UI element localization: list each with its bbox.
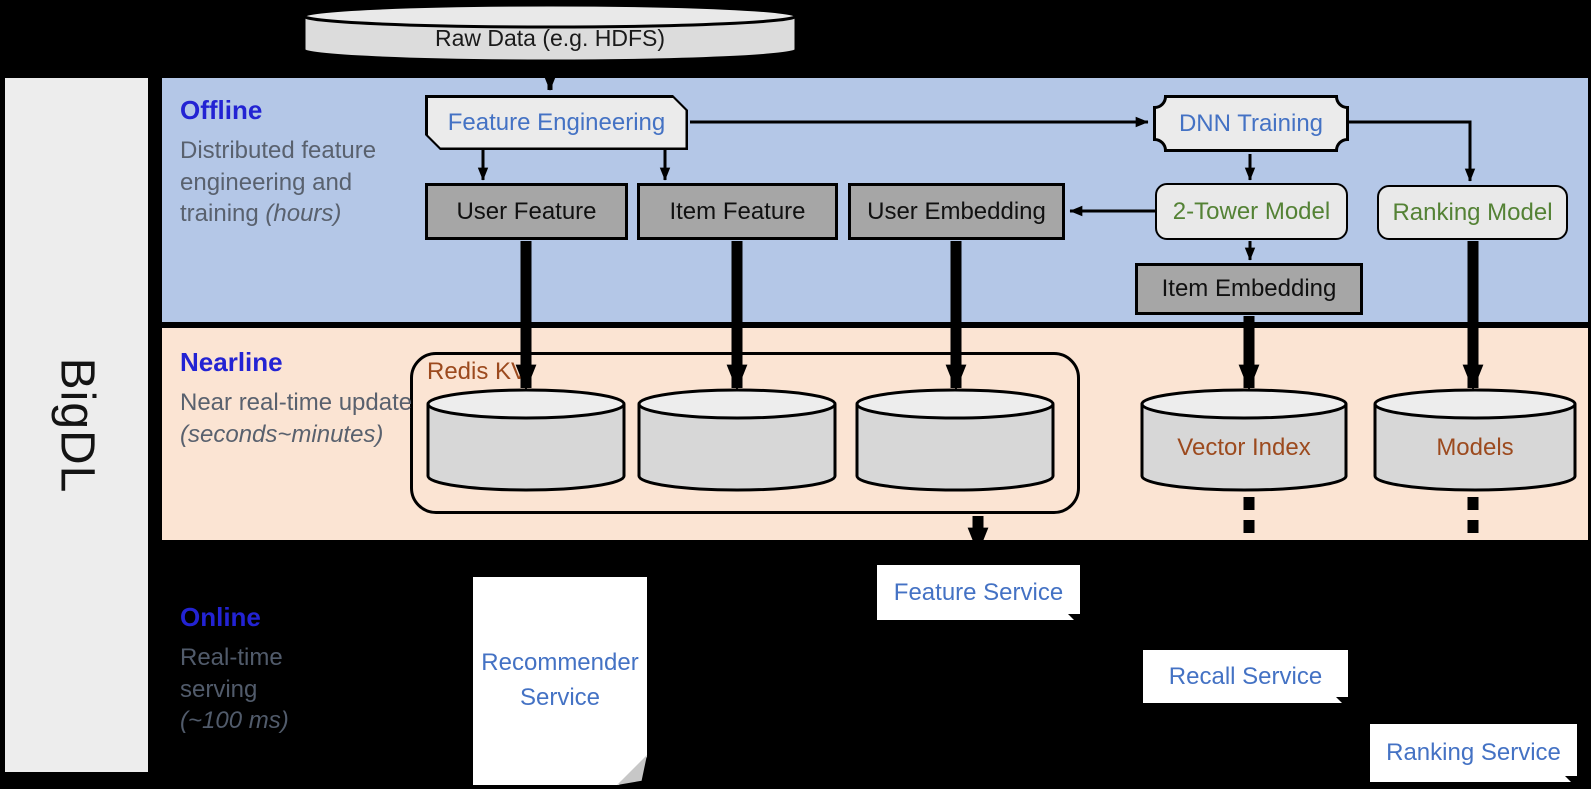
folded-corner — [1336, 697, 1350, 711]
ranking-service-card: Ranking Service — [1370, 724, 1579, 789]
ranking-service-label: Ranking Service — [1386, 739, 1561, 766]
bigdl-brand-rail: BigDL — [5, 78, 148, 772]
offline-desc-italic: (hours) — [265, 200, 342, 228]
dnn-training-process: DNN Training — [1153, 95, 1349, 152]
recommender-service-document: Recommender Service — [473, 577, 647, 785]
raw-data-label: Raw Data (e.g. HDFS) — [434, 24, 666, 51]
online-section-label: Online Real-time serving (~100 ms) — [180, 602, 320, 737]
item-embedding-box: Item Embedding — [1135, 263, 1363, 315]
feature-service-card: Feature Service — [877, 565, 1082, 628]
cylinder-shape — [1140, 388, 1348, 492]
ranking-model-label: Ranking Model — [1392, 198, 1553, 226]
vector-index-label: Vector Index — [1177, 434, 1311, 461]
recall-service-label: Recall Service — [1168, 662, 1323, 690]
user-feature-label: User Feature — [456, 197, 597, 225]
models-label: Models — [1436, 434, 1514, 461]
two-tower-model-box: 2-Tower Model — [1155, 183, 1348, 240]
online-title: Online — [180, 602, 261, 632]
online-desc-italic: (~100 ms) — [180, 707, 289, 735]
nearline-desc-text: Near real-time update — [180, 389, 413, 416]
nearline-description: Near real-time update (seconds~minutes) — [180, 387, 422, 450]
models-cylinder: Models — [1373, 388, 1577, 492]
ranking-model-box: Ranking Model — [1377, 185, 1568, 240]
cylinder-shape — [302, 3, 798, 63]
item-feature-box: Item Feature — [637, 183, 838, 240]
raw-data-store-cylinder: Raw Data (e.g. HDFS) — [302, 3, 798, 63]
cylinder-shape — [855, 388, 1055, 492]
cylinder-shape — [1373, 388, 1577, 492]
recommender-service-label: Recommender Service — [481, 649, 639, 711]
folded-corner — [1565, 776, 1579, 789]
recall-service-card: Recall Service — [1143, 650, 1350, 711]
offline-description: Distributed feature engineering and trai… — [180, 135, 380, 230]
online-desc-text: Real-time serving — [180, 644, 283, 703]
feature-service-label: Feature Service — [893, 578, 1064, 606]
cylinder-shape — [426, 388, 626, 492]
dnn-training-label: DNN Training — [1178, 109, 1324, 137]
user-embedding-label: User Embedding — [867, 197, 1046, 225]
folded-corner — [1068, 614, 1082, 628]
item-feature-label: Item Feature — [669, 197, 806, 225]
feature-engineering-process: Feature Engineering — [425, 95, 688, 150]
online-description: Real-time serving (~100 ms) — [180, 642, 320, 737]
user-embedding-box: User Embedding — [848, 183, 1065, 240]
redis-kv-group — [410, 352, 1080, 514]
item-embedding-label: Item Embedding — [1161, 275, 1337, 302]
offline-desc-text: Distributed feature engineering and trai… — [180, 137, 377, 228]
bigdl-logo-text: BigDL — [49, 357, 103, 493]
offline-section-label: Offline Distributed feature engineering … — [180, 95, 380, 230]
plaque-shape — [1153, 95, 1349, 152]
redis-kv-cylinder-2 — [637, 388, 837, 492]
vector-index-cylinder: Vector Index — [1140, 388, 1348, 492]
redis-kv-label: Redis KV — [427, 358, 528, 385]
cylinder-shape — [637, 388, 837, 492]
offline-title: Offline — [180, 95, 263, 125]
redis-kv-cylinder-1 — [426, 388, 626, 492]
redis-kv-cylinder-3 — [855, 388, 1055, 492]
nearline-desc-italic: (seconds~minutes) — [180, 420, 384, 448]
user-feature-box: User Feature — [425, 183, 628, 240]
two-tower-model-label: 2-Tower Model — [1172, 197, 1331, 225]
nearline-title: Nearline — [180, 347, 283, 377]
nearline-section-label: Nearline Near real-time update (seconds~… — [180, 347, 422, 450]
feature-engineering-label: Feature Engineering — [428, 98, 686, 148]
